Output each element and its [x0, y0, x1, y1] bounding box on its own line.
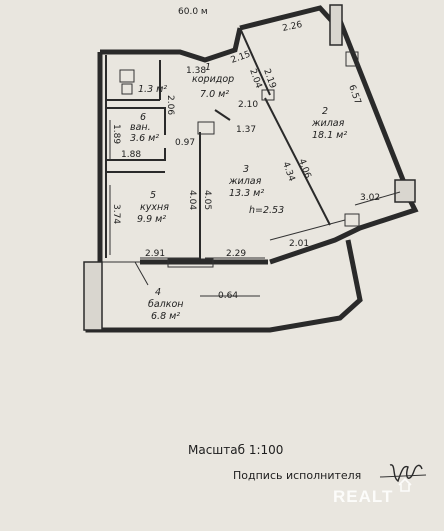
dim-2-29: 2.29: [226, 249, 246, 259]
toilet-bowl: [121, 83, 133, 95]
dim-4-04: 4.04: [187, 190, 197, 210]
ceiling-height: h=2.53: [249, 205, 284, 216]
room-5-area: 9.9 м²: [137, 214, 166, 225]
room-6-name: ван.: [130, 122, 151, 133]
wall-right: [332, 7, 408, 186]
scale-label: Масштаб 1:100: [188, 443, 284, 457]
dim-2-01: 2.01: [289, 239, 309, 249]
room-2-area: 18.1 м²: [312, 130, 347, 141]
dim-2-10: 2.10: [238, 100, 258, 110]
partition-living-living: [264, 97, 331, 226]
dim-4-06: 4.06: [296, 158, 312, 181]
room-2-number: 2: [322, 106, 328, 117]
room-6-area: 3.6 м²: [130, 133, 159, 144]
dimension-labels: 2.26 2.15 2.19 2.04 1.38 6.57 2.10 1.37 …: [111, 20, 380, 301]
dim-4-05: 4.05: [202, 190, 212, 210]
room-4-number: 4: [155, 287, 161, 298]
dim-4-34: 4.34: [280, 161, 296, 184]
signature-label: Подпись исполнителя: [233, 469, 362, 482]
room-labels: 1 коридор 7.0 м² 2 жилая 18.1 м² 3 жилая…: [130, 62, 347, 322]
dim-1-88: 1.88: [121, 150, 141, 160]
room-2-name: жилая: [311, 118, 345, 129]
room-5-number: 5: [150, 190, 156, 201]
dim-0-64: 0.64: [218, 291, 238, 301]
room-3-number: 3: [243, 164, 249, 175]
room-1-name: коридор: [192, 74, 234, 85]
room-1-number: 1: [205, 62, 211, 73]
partitions: [106, 27, 331, 262]
room-1-area: 7.0 м²: [200, 89, 229, 100]
dim-1-89: 1.89: [111, 124, 121, 144]
dim-2-91: 2.91: [145, 249, 165, 259]
room-3-area: 13.3 м²: [229, 188, 264, 199]
walls: [83, 4, 419, 333]
dim-3-74: 3.74: [111, 204, 121, 224]
partition-corridor-door: [214, 109, 231, 121]
dim-6-57: 6.57: [346, 84, 362, 106]
window-1: [167, 258, 214, 268]
wall-top-left: [100, 27, 243, 63]
ventilation-shaft: [197, 121, 215, 135]
house-icon: [398, 478, 412, 492]
wall-bay-column: [394, 179, 416, 203]
room-wc-area: 1.3 м²: [138, 84, 167, 95]
partition-bath-top: [106, 107, 166, 135]
balcony-door: [134, 261, 149, 286]
partition-corridor-top: [239, 27, 271, 96]
dim-line-6: [269, 219, 346, 241]
room-5-name: кухня: [140, 202, 169, 213]
dim-2-26: 2.26: [282, 20, 304, 34]
dim-1-38: 1.38: [186, 66, 206, 76]
header-area-text: 60.0 м: [178, 7, 208, 17]
balcony-column: [83, 261, 103, 331]
room-4-area: 6.8 м²: [151, 311, 180, 322]
room-3-name: жилая: [228, 176, 262, 187]
wall-top-right-column: [329, 4, 343, 46]
realt-watermark: REALT: [333, 487, 394, 506]
window-2: [344, 213, 360, 227]
dim-3-02: 3.02: [360, 193, 380, 203]
partition-bath-bottom: [106, 148, 166, 161]
balcony-outline: [85, 239, 363, 333]
room-6-number: 6: [140, 112, 146, 123]
window-3: [345, 51, 359, 67]
signature-mark: [379, 464, 427, 483]
toilet-fixture: [119, 69, 135, 83]
dim-line-7: [354, 191, 401, 206]
dim-1-37: 1.37: [236, 125, 256, 135]
dim-0-97: 0.97: [175, 138, 195, 148]
dim-2-06: 2.06: [165, 95, 175, 115]
dim-2-04: 2.04: [247, 68, 263, 91]
room-4-name: балкон: [148, 299, 184, 310]
dimension-lines: [109, 120, 401, 297]
